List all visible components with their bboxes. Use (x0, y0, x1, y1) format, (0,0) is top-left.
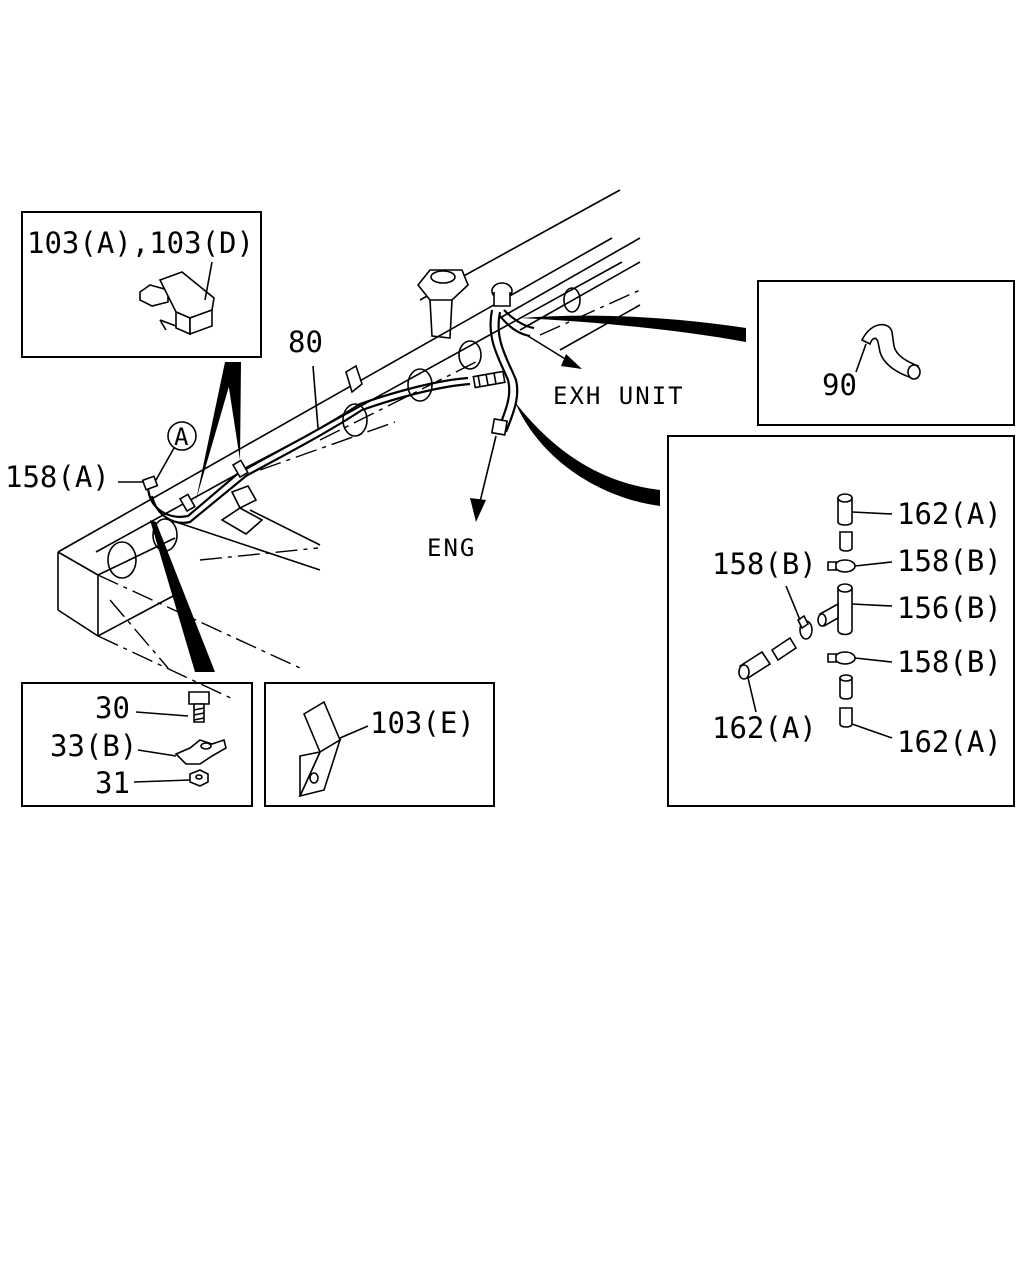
box-tee-assembly: 162(A) 158(B) 156(B) 158(B) 162(A) 158(B… (667, 435, 1015, 807)
label-31: 31 (95, 766, 130, 800)
box-90: 90 (757, 280, 1015, 426)
label-162a-bottom: 162(A) (897, 725, 1002, 759)
box-103a-103d: 103(A),103(D) (21, 211, 262, 358)
label-80: 80 (288, 325, 323, 359)
label-103a-103d: 103(A),103(D) (27, 226, 254, 260)
label-eng: ENG (427, 534, 476, 562)
label-158a: 158(A) (5, 460, 110, 494)
label-33b: 33(B) (50, 729, 137, 763)
leader-wedges (150, 315, 746, 672)
label-90: 90 (822, 368, 857, 402)
hose-exh-eng (470, 282, 582, 522)
label-a: A (174, 423, 190, 451)
label-158b-right-1: 158(B) (897, 544, 1002, 578)
chassis-frame (57, 189, 641, 701)
box-bolt-clamp: 30 33(B) 31 (21, 682, 253, 807)
detail-a-circle (167, 421, 197, 451)
box-103e: 103(E) (264, 682, 495, 807)
leader-80 (312, 365, 319, 429)
label-162a-left: 162(A) (712, 711, 817, 745)
label-158b-left: 158(B) (712, 547, 817, 581)
label-30: 30 (95, 691, 130, 725)
main-labels: 80 A 158(A) EXH UNIT ENG (5, 325, 685, 562)
label-exh-unit: EXH UNIT (553, 382, 685, 410)
hose-clip-158a (118, 475, 159, 491)
label-156b: 156(B) (897, 591, 1002, 625)
pipe-80 (146, 370, 506, 524)
label-158b-right-2: 158(B) (897, 645, 1002, 679)
label-103e: 103(E) (370, 706, 475, 740)
label-162a-top: 162(A) (897, 497, 1002, 531)
